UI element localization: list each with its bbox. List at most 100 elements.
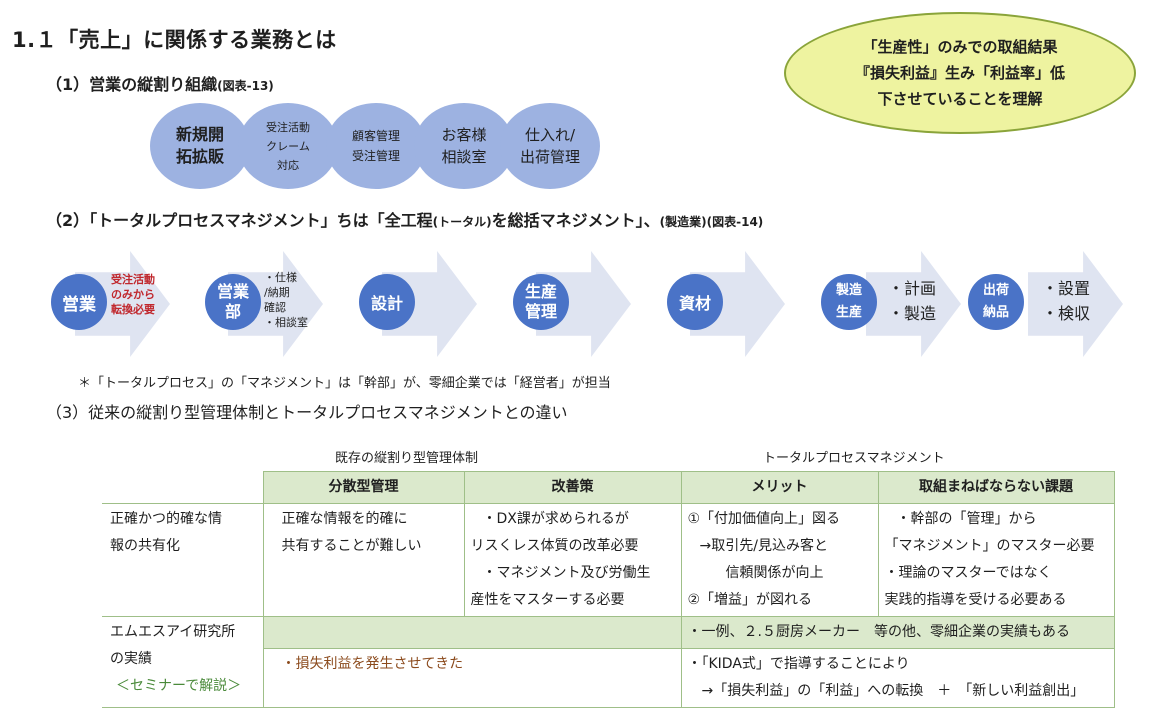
cell-line: ・損失利益を発生させてきた xyxy=(281,656,464,672)
cell-line: 「マネジメント」のマスター必要 xyxy=(884,538,1095,554)
process-circle-label: 営業 xyxy=(62,294,96,315)
process-circle-materials: 資材 xyxy=(667,274,723,330)
table-cell: ・「KIDA式」で指導することにより →「損失利益」の「利益」への転換 ＋ 「新… xyxy=(680,648,1115,708)
side-line: 受注活動 xyxy=(111,273,155,286)
table-header-row: 分散型管理 改善策 メリット 取組まねばならない課題 xyxy=(102,471,1115,504)
cell-line: 信頼関係が向上 xyxy=(725,565,824,581)
process-side-note-sales: 受注活動 のみから 転換必要 xyxy=(111,272,155,317)
table-cell: 正確な情報を的確に 共有することが難しい xyxy=(262,503,465,617)
section1-title: （1）営業の縦割り組織 xyxy=(46,75,218,94)
org-circle-new-sales: 新規開 拓拡販 xyxy=(150,103,250,189)
section3-title: （3）従来の縦割り型管理体制とトータルプロセスマネジメントとの違い xyxy=(46,403,568,422)
side-line: のみから xyxy=(111,288,155,301)
cell-line: ・幹部の「管理」から xyxy=(896,511,1037,527)
org-circle-customer-desk: お客様 相談室 xyxy=(414,103,514,189)
org-circle-line: 仕入れ/ xyxy=(524,126,576,144)
side-line: ・計画 xyxy=(888,279,937,298)
cell-line: ②「増益」が図れる xyxy=(687,592,813,608)
section2-title-small: (製造業)(図表-14) xyxy=(659,215,764,229)
org-circle-line: 相談室 xyxy=(441,148,487,166)
table-row: エムエスアイ研究所 の実績 ＜セミナーで解説＞ ・一例、２.５厨房メーカー 等の… xyxy=(102,616,1115,708)
side-line: 確認 xyxy=(264,301,286,314)
callout-ellipse: 「生産性」のみでの取組結果 『損失利益』生み「利益率」低 下させていることを理解 xyxy=(784,12,1136,134)
cell-line: の実績 xyxy=(110,651,152,667)
table-corner xyxy=(102,472,263,504)
cell-line: ・一例、２.５厨房メーカー 等の他、零細企業の実績もある xyxy=(687,624,1070,640)
process-circle-label: 資材 xyxy=(678,294,711,313)
org-circle-line: 出荷管理 xyxy=(519,148,580,166)
process-circle-label: 出荷 xyxy=(982,283,1009,298)
org-circle-line: 受注活動 xyxy=(266,120,310,134)
process-circle-sales: 営業 xyxy=(51,274,107,330)
org-circle-line: 受注管理 xyxy=(351,149,400,163)
process-circle-label: 製造 xyxy=(835,283,862,298)
process-circle-production-control: 生産 管理 xyxy=(513,274,569,330)
process-circle-shipping: 出荷 納品 xyxy=(968,274,1024,330)
process-circle-design: 設計 xyxy=(359,274,415,330)
org-circle-line: 新規開 xyxy=(175,125,224,144)
cell-line: 報の共有化 xyxy=(110,538,180,554)
section2-title: （2）「トータルプロセスマネジメント」ちは「全工程 xyxy=(46,211,433,230)
cell-line: ・マネジメント及び労働生 xyxy=(482,565,651,581)
org-circle-line: クレーム xyxy=(266,139,310,153)
cell-line: 共有することが難しい xyxy=(281,538,422,554)
side-line: ・検収 xyxy=(1042,304,1091,323)
process-side-note-manufacturing: ・計画 ・製造 xyxy=(888,276,936,326)
cell-line: ①「付加価値向上」図る xyxy=(687,511,841,527)
table-group-left: 既存の縦割り型管理体制 xyxy=(335,451,479,466)
org-circle-purchase-shipping: 仕入れ/ 出荷管理 xyxy=(500,103,600,189)
cell-line: 産性をマスターする必要 xyxy=(470,592,625,608)
table-cell-shaded xyxy=(262,616,682,649)
comparison-table: 分散型管理 改善策 メリット 取組まねばならない課題 正確かつ的確な情 報の共有… xyxy=(102,471,1115,708)
section2-title-small: (トータル) xyxy=(432,215,492,229)
side-line: /納期 xyxy=(264,286,290,299)
org-circle-line: お客様 xyxy=(441,126,487,144)
section2-title: を総括マネジメント」、 xyxy=(491,211,660,230)
cell-line: 正確な情報を的確に xyxy=(281,511,408,527)
process-circle-manufacturing: 製造 生産 xyxy=(821,274,877,330)
process-side-note-shipping: ・設置 ・検収 xyxy=(1042,276,1090,326)
callout-line: 「生産性」のみでの取組結果 xyxy=(862,38,1058,56)
table-row: ・損失利益を発生させてきた ・「KIDA式」で指導することにより →「損失利益」… xyxy=(102,648,1115,708)
cell-line: 正確かつ的確な情 xyxy=(110,511,222,527)
process-circle-label: 生産 xyxy=(524,282,557,301)
side-line: ・製造 xyxy=(888,304,937,323)
table-header: 改善策 xyxy=(463,471,682,504)
row-label: エムエスアイ研究所 の実績 ＜セミナーで解説＞ xyxy=(102,616,264,708)
table-header: メリット xyxy=(680,471,879,504)
process-side-note-sales-dept: ・仕様 /納期 確認 ・相談室 xyxy=(264,270,308,330)
org-circle-line: 対応 xyxy=(277,158,299,172)
table-header: 取組まねばならない課題 xyxy=(877,471,1115,504)
org-circle-line: 拓拡販 xyxy=(175,147,224,166)
side-line: ・仕様 xyxy=(264,271,297,284)
callout-line: 下させていることを理解 xyxy=(877,90,1043,108)
section1-heading: （1）営業の縦割り組織(図表-13) xyxy=(46,71,274,95)
seminar-note: ＜セミナーで解説＞ xyxy=(116,678,242,694)
process-circle-sales-dept: 営業 部 xyxy=(205,274,261,330)
table-header: 分散型管理 xyxy=(262,471,465,504)
process-circle-label: 設計 xyxy=(370,294,403,313)
process-circle-label: 営業 xyxy=(216,282,249,301)
table-cell: ・一例、２.５厨房メーカー 等の他、零細企業の実績もある xyxy=(680,616,1115,649)
cell-line: ・DX課が求められるが xyxy=(482,511,629,527)
section2-heading: （2）「トータルプロセスマネジメント」ちは「全工程(トータル)を総括マネジメント… xyxy=(46,207,763,231)
page-title: 1.１「売上」に関係する業務とは xyxy=(12,28,337,52)
row-label: 正確かつ的確な情 報の共有化 xyxy=(102,503,264,617)
cell-line: ・「KIDA式」で指導することにより xyxy=(687,656,910,672)
side-line: ・設置 xyxy=(1042,279,1091,298)
org-circle-order-activity: 受注活動 クレーム 対応 xyxy=(238,103,338,189)
table-cell: ①「付加価値向上」図る →取引先/見込み客と 信頼関係が向上 ②「増益」が図れる xyxy=(680,503,879,617)
table-group-right: トータルプロセスマネジメント xyxy=(763,451,945,466)
cell-line: リスくレス体質の改革必要 xyxy=(470,538,639,554)
table-cell: ・損失利益を発生させてきた xyxy=(262,648,682,708)
cell-line: 実践的指導を受ける必要ある xyxy=(884,592,1067,608)
cell-line: エムエスアイ研究所 xyxy=(110,624,236,640)
org-circle-line: 顧客管理 xyxy=(351,129,400,143)
process-circle-label: 部 xyxy=(224,302,241,321)
cell-line: ・理論のマスターではなく xyxy=(884,565,1052,581)
side-line: 転換必要 xyxy=(111,303,155,316)
section1-ref: (図表-13) xyxy=(217,79,274,93)
cell-line: →「損失利益」の「利益」への転換 ＋ 「新しい利益創出」 xyxy=(701,683,1085,699)
table-row: 正確かつ的確な情 報の共有化 正確な情報を的確に 共有することが難しい ・DX課… xyxy=(102,503,1115,617)
cell-line: →取引先/見込み客と xyxy=(699,538,828,554)
